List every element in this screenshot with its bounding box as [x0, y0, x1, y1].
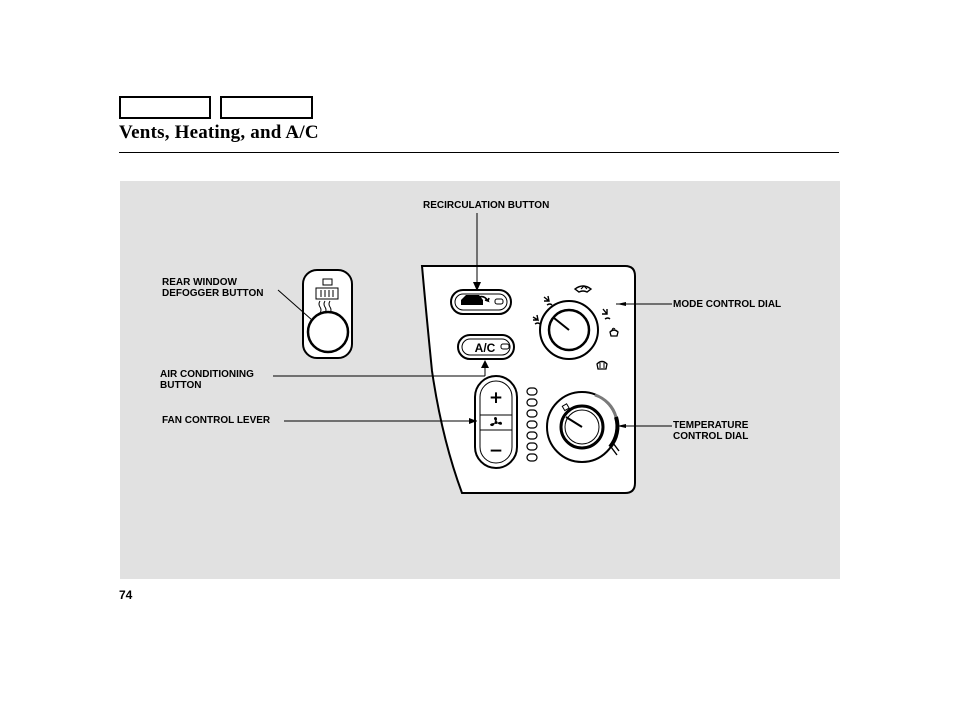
callout-fan-control-lever: FAN CONTROL LEVER — [162, 415, 270, 426]
callout-mode-dial-label: MODE CONTROL DIAL — [673, 299, 782, 310]
climate-control-illustration: A/C + − — [120, 181, 840, 579]
ac-button[interactable]: A/C — [457, 334, 515, 360]
callout-rear-defogger-line2: DEFOGGER BUTTON — [162, 288, 264, 299]
callout-rear-defogger-button: REAR WINDOW DEFOGGER BUTTON — [162, 277, 263, 299]
floor-vent-icon — [532, 314, 541, 325]
max-defrost-icon — [596, 360, 608, 370]
bi-level-icon — [573, 285, 593, 293]
recirculation-button[interactable] — [450, 289, 512, 315]
callout-temperature-control-dial: TEMPERATURE CONTROL DIAL — [673, 420, 748, 442]
callout-ac-line1: AIR CONDITIONING — [160, 369, 254, 380]
temperature-control-dial[interactable] — [546, 391, 620, 463]
page-title: Vents, Heating, and A/C — [119, 122, 319, 143]
windshield-defrost-icon — [609, 327, 619, 337]
nav-tab-next[interactable] — [220, 96, 313, 119]
temperature-hot-range — [608, 416, 620, 449]
fan-control-lever[interactable]: + − — [474, 375, 518, 469]
callout-mode-control-dial: MODE CONTROL DIAL — [673, 299, 781, 310]
climate-panel-drawing: A/C + − — [273, 213, 672, 494]
fan-speed-indicators — [526, 387, 538, 462]
rear-defogger-button[interactable] — [306, 310, 350, 354]
title-divider — [119, 152, 839, 153]
callout-leader-lines — [273, 213, 672, 428]
callout-fan-lever-label: FAN CONTROL LEVER — [162, 415, 271, 426]
temperature-cold-range — [594, 393, 618, 418]
recirculation-car-icon — [461, 295, 490, 305]
rear-defogger-unit — [302, 269, 353, 359]
fan-increase-symbol: + — [489, 388, 503, 408]
face-vent-icon — [543, 295, 553, 306]
fan-decrease-symbol: − — [489, 441, 503, 461]
callout-temperature-line2: CONTROL DIAL — [673, 431, 749, 442]
ac-label: A/C — [475, 341, 496, 355]
page-number: 74 — [119, 588, 133, 602]
fan-icon — [490, 417, 502, 427]
nav-tab-previous[interactable] — [119, 96, 211, 119]
callout-air-conditioning-button: AIR CONDITIONING BUTTON — [160, 369, 254, 391]
floor-defrost-icon — [602, 308, 611, 320]
callout-recirculation-label: RECIRCULATION BUTTON — [423, 200, 550, 211]
callout-ac-line2: BUTTON — [160, 380, 202, 391]
callout-rear-defogger-line1: REAR WINDOW — [162, 277, 237, 288]
mode-position-icons — [532, 285, 619, 370]
callout-temperature-line1: TEMPERATURE — [673, 420, 749, 431]
mode-control-dial[interactable] — [539, 300, 599, 360]
callout-recirculation-button: RECIRCULATION BUTTON — [423, 200, 549, 211]
